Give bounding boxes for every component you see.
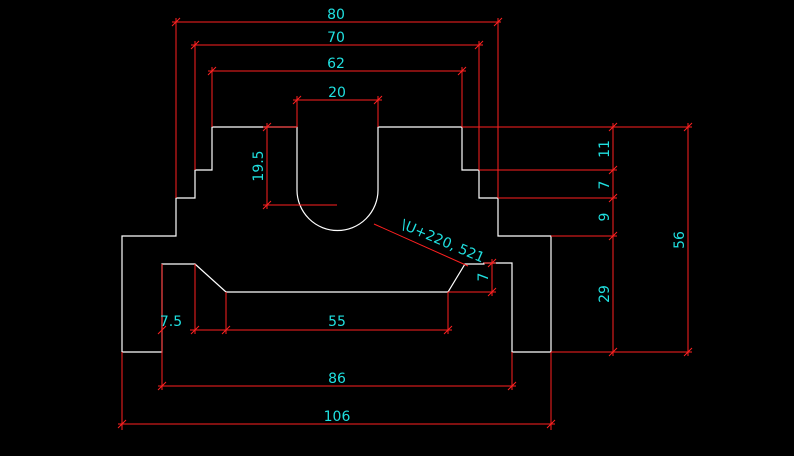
dim-text-11: 11 [597,140,613,158]
dim-text-chamfer-7: 7 [476,273,492,282]
dim-text-106: 106 [324,409,351,425]
tick [157,325,167,335]
dim-text-55: 55 [328,314,346,330]
tick [457,66,467,76]
tick [157,381,167,391]
dim-text-7-5: 7.5 [160,314,182,330]
tick [262,122,272,132]
tick [474,40,484,50]
tick [608,193,618,203]
dim-text-19-5: 19.5 [251,150,267,181]
tick [507,381,517,391]
dimension-ticks [117,17,693,429]
tick [493,17,503,27]
tick [608,347,618,357]
dim-text-62: 62 [327,56,345,72]
tick [262,200,272,210]
tick [443,325,453,335]
slot-arc [296,189,379,232]
dimension-labels: 80 70 62 20 19.5 11 7 9 29 56 7 55 7.5 8… [160,7,688,425]
tick [221,325,231,335]
dim-text-80: 80 [327,7,345,23]
dim-text-70: 70 [327,30,345,46]
dim-text-86: 86 [328,371,346,387]
dim-text-7-right: 7 [597,181,613,190]
tick [683,347,693,357]
tick [292,95,302,105]
tick [608,165,618,175]
tick [373,95,383,105]
tick [546,419,556,429]
tick [207,66,217,76]
tick [117,419,127,429]
leader-annotation: \U+220, 521 [398,217,486,267]
tick [487,258,497,268]
dimension-lines [118,18,692,430]
dim-text-56: 56 [672,231,688,249]
dim-text-9: 9 [597,213,613,222]
tick [171,17,181,27]
dim-text-29: 29 [597,285,613,303]
tick [608,231,618,241]
dim-text-20: 20 [328,85,346,101]
outer-profile [121,126,298,352]
tick [608,122,618,132]
tick [190,40,200,50]
tick [190,325,200,335]
leader-line [373,223,469,267]
tick [487,287,497,297]
tick [683,122,693,132]
